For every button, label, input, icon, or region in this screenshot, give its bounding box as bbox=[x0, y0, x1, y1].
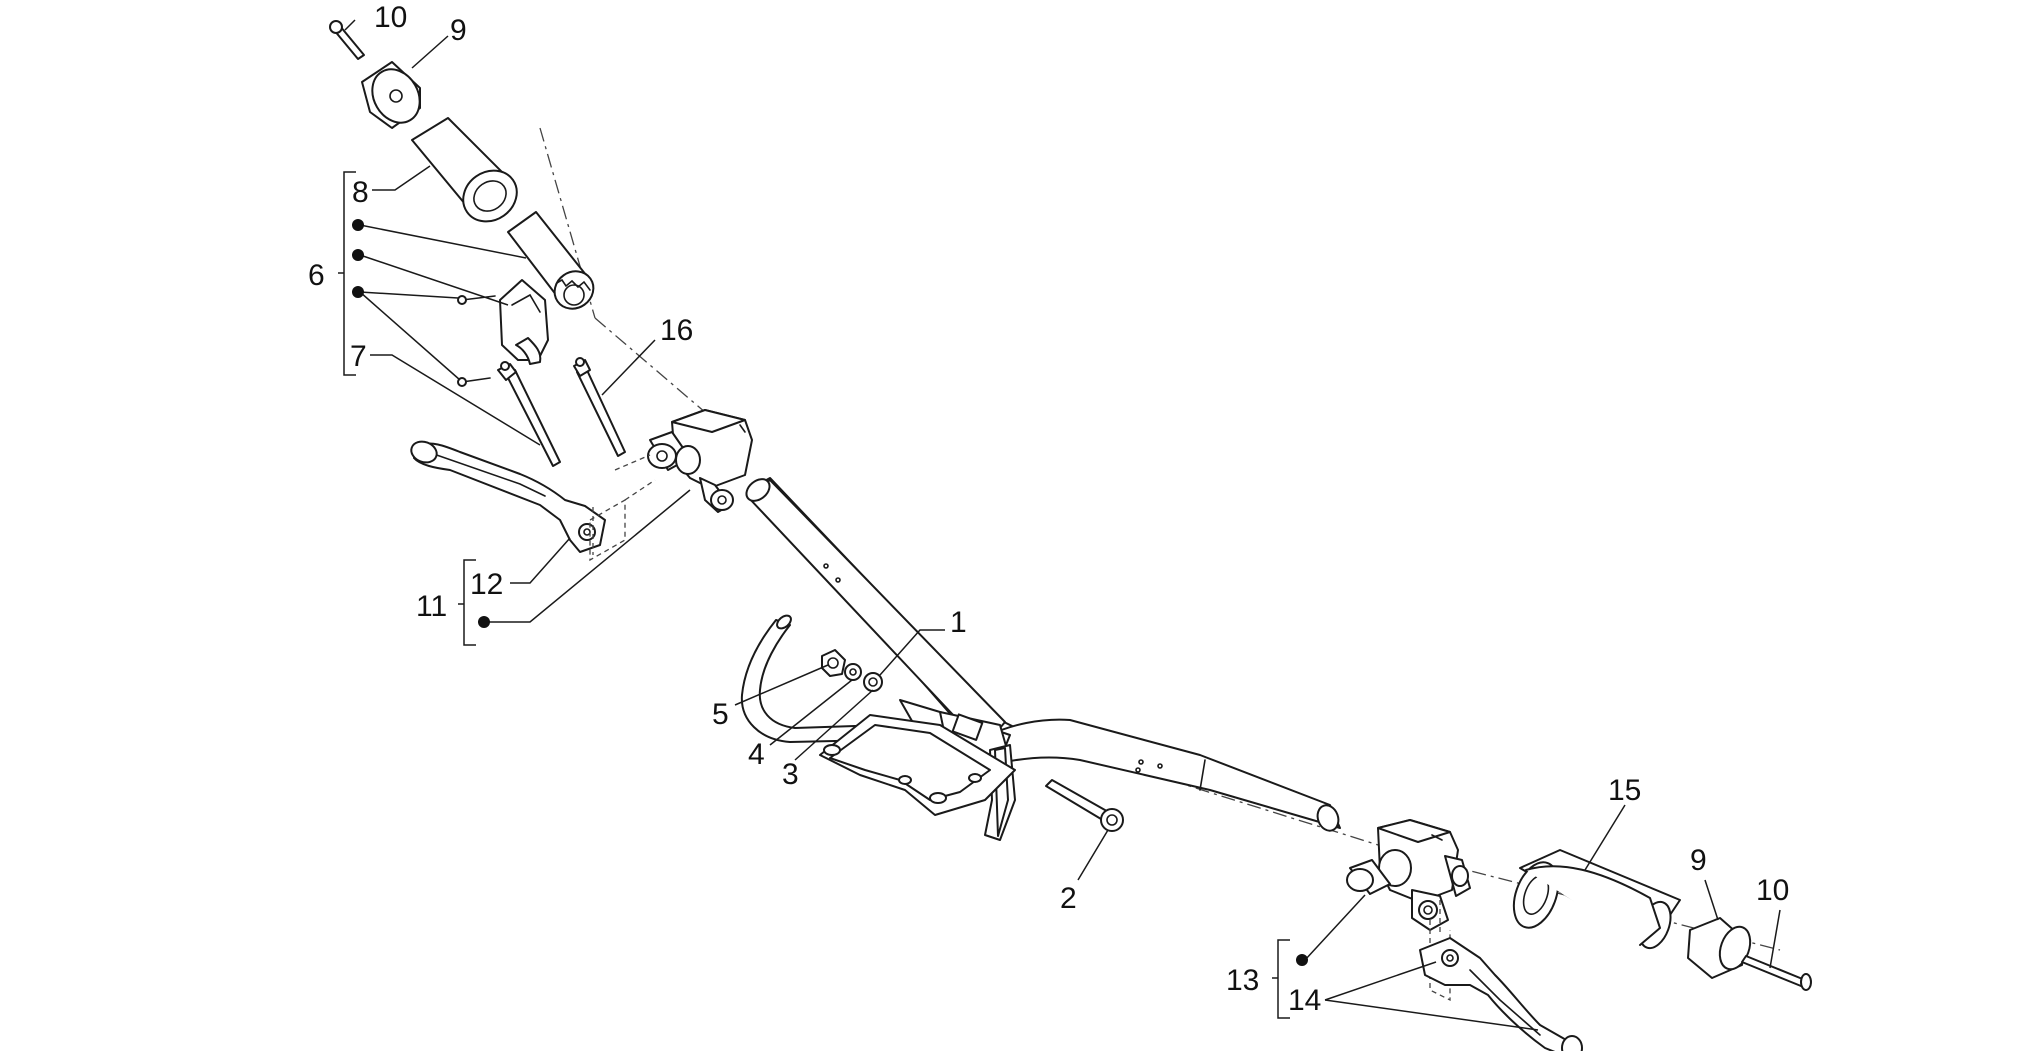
callout-1: 1 bbox=[950, 606, 967, 639]
callout-2: 2 bbox=[1060, 882, 1077, 915]
callout-9-top: 9 bbox=[450, 14, 467, 47]
callout-4: 4 bbox=[748, 738, 765, 771]
bolt-10-bottom bbox=[1741, 955, 1812, 991]
callout-16: 16 bbox=[660, 314, 693, 347]
leader-lines bbox=[344, 19, 1781, 1031]
bracket-11 bbox=[458, 559, 476, 646]
bracket-13 bbox=[1272, 939, 1290, 1019]
callout-13: 13 bbox=[1226, 964, 1259, 997]
callout-5: 5 bbox=[712, 698, 729, 731]
washer-4 bbox=[844, 663, 862, 681]
dot-markers bbox=[352, 219, 1308, 966]
handlebar-tube bbox=[745, 477, 1341, 832]
bar-end-9-top bbox=[361, 61, 421, 129]
callout-10-bottom: 10 bbox=[1756, 874, 1789, 907]
callout-6: 6 bbox=[308, 259, 325, 292]
screw-left-upper bbox=[457, 295, 496, 305]
callout-12: 12 bbox=[470, 568, 503, 601]
nut-5 bbox=[821, 649, 846, 677]
bar-end-9-bottom bbox=[1687, 917, 1752, 979]
assembly-axes bbox=[539, 127, 1781, 951]
throttle-tube bbox=[507, 211, 595, 310]
pivot-guide-left bbox=[589, 454, 656, 562]
callout-3: 3 bbox=[782, 758, 799, 791]
callout-8: 8 bbox=[352, 176, 369, 209]
lever-14 bbox=[1419, 937, 1583, 1051]
washer-3 bbox=[863, 672, 883, 692]
callout-labels: 10 9 8 6 7 16 11 12 1 5 4 3 2 13 14 15 9… bbox=[308, 1, 1789, 1017]
callout-14: 14 bbox=[1288, 984, 1321, 1017]
screw-left-lower bbox=[457, 377, 491, 387]
callout-7: 7 bbox=[350, 340, 367, 373]
hose-16 bbox=[573, 357, 626, 457]
cable-7 bbox=[497, 361, 561, 467]
callout-15: 15 bbox=[1608, 774, 1641, 807]
master-cylinder-left bbox=[647, 409, 753, 513]
screw-2 bbox=[1045, 779, 1124, 832]
grip-15 bbox=[1512, 849, 1681, 950]
master-cylinder-right bbox=[1346, 819, 1471, 931]
bracket-6 bbox=[338, 171, 356, 376]
callout-11: 11 bbox=[416, 590, 447, 623]
lever-12 bbox=[410, 440, 606, 553]
callout-10-top: 10 bbox=[374, 1, 407, 34]
base-plate bbox=[819, 714, 1016, 816]
callout-9-bottom: 9 bbox=[1690, 844, 1707, 877]
grip-8 bbox=[411, 117, 518, 223]
throttle-housing bbox=[499, 279, 549, 365]
bolt-10-top bbox=[329, 20, 365, 60]
